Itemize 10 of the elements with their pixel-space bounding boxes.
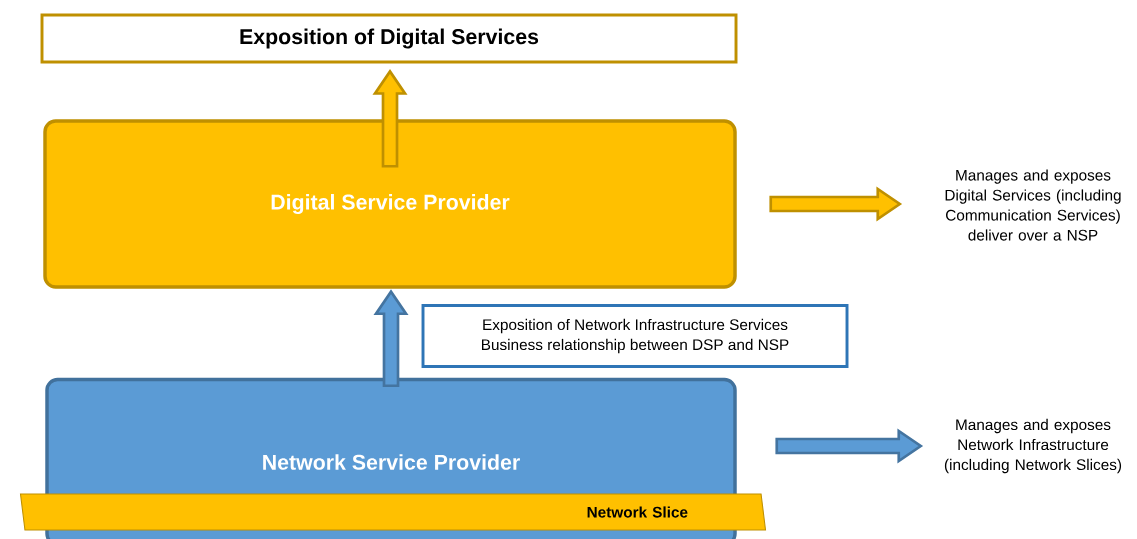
info-box: Exposition of Network Infrastructure Services Business relationship between DSP and NSP xyxy=(421,304,849,368)
block-arrow xyxy=(775,428,924,464)
block-arrow xyxy=(769,186,903,222)
heading-box: Exposition of Digital Services xyxy=(40,13,738,64)
note-text: Manages and exposes Network Infrastructure (including Network Slices) xyxy=(944,418,1122,474)
note-text: Manages and exposes Digital Services (including Communication Services) deliver over a NSP xyxy=(945,169,1121,241)
block-arrow xyxy=(372,69,408,168)
slice-band: Network Slice xyxy=(19,493,767,531)
block-arrow xyxy=(373,289,409,388)
provider-box: Digital Service Provider xyxy=(43,119,737,289)
